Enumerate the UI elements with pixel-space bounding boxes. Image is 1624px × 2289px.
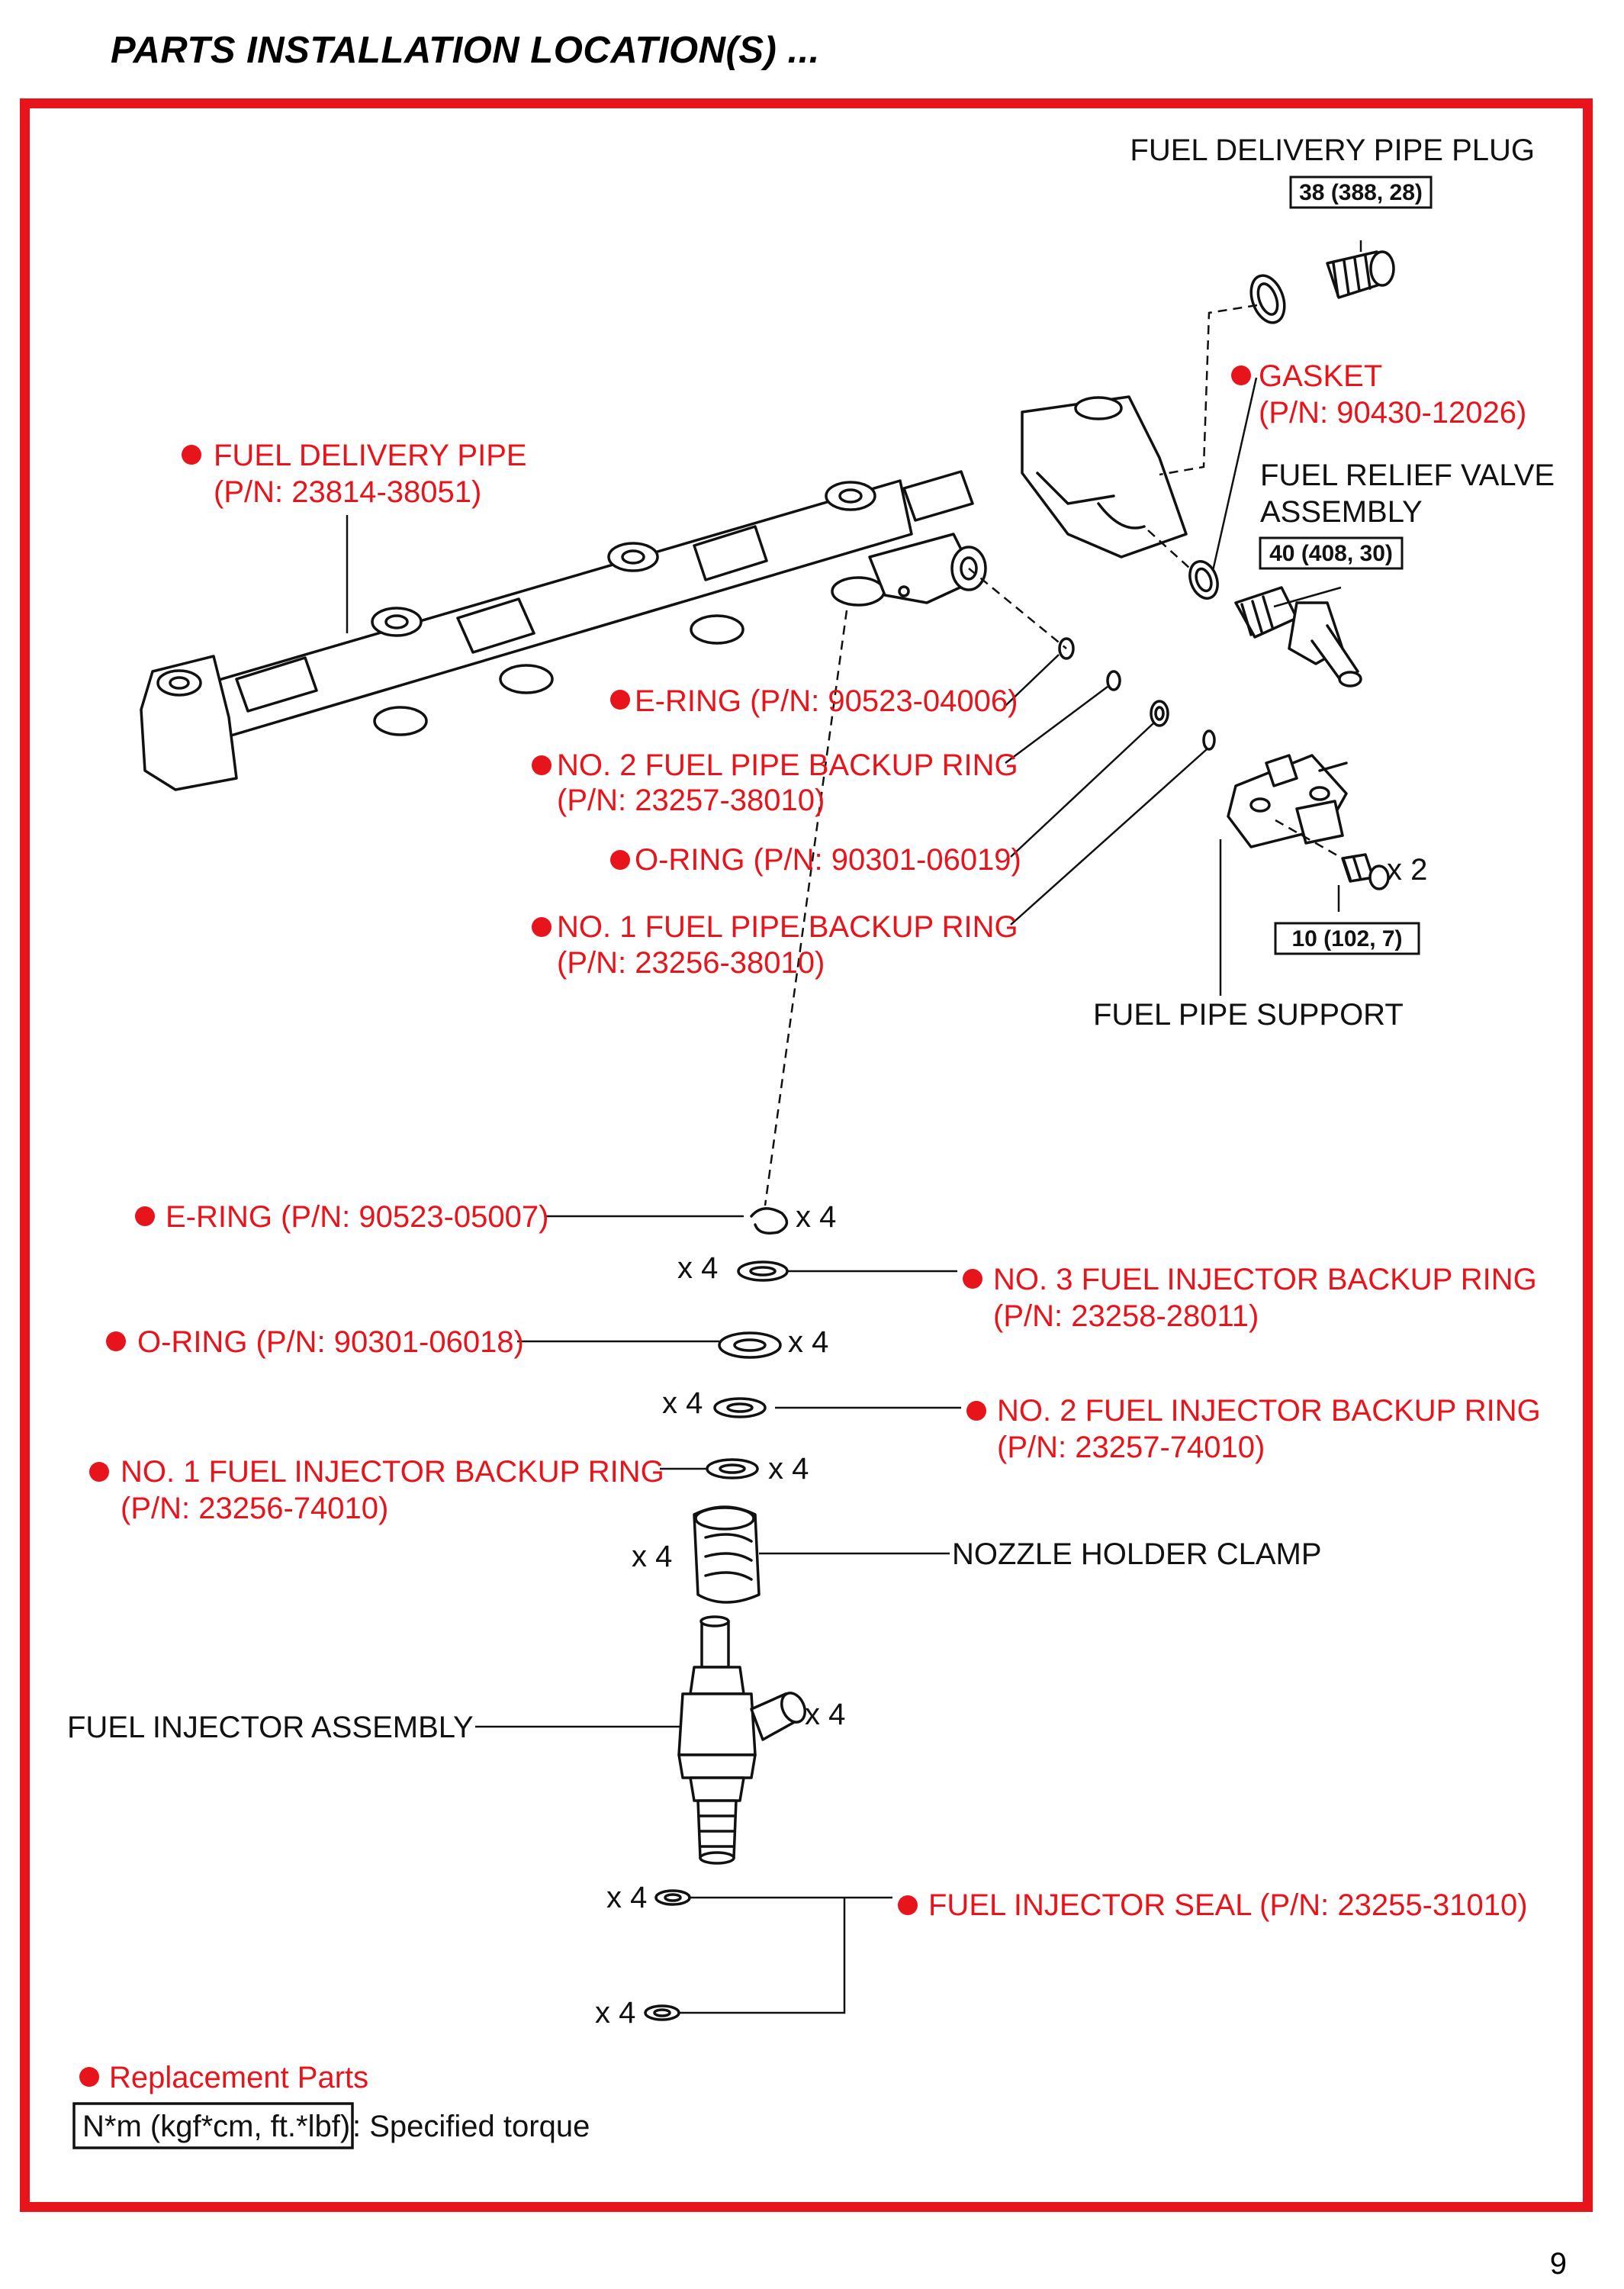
- replacement-bullet: [1231, 365, 1251, 385]
- label-no2-inj-backup-ring-pn: (P/N: 23257-74010): [997, 1431, 1265, 1464]
- plug-torque: 38 (388, 28): [1299, 180, 1423, 205]
- label-no2-inj-backup-ring: NO. 2 FUEL INJECTOR BACKUP RING: [997, 1394, 1541, 1428]
- label-nozzle-holder-clamp: NOZZLE HOLDER CLAMP: [952, 1537, 1322, 1571]
- page-title: PARTS INSTALLATION LOCATION(S) ...: [111, 30, 820, 71]
- replacement-bullet: [89, 1462, 109, 1482]
- replacement-bullet: [106, 1331, 126, 1351]
- support-bolt-drawing: [1341, 853, 1390, 890]
- label-no3-inj-backup-ring: NO. 3 FUEL INJECTOR BACKUP RING: [993, 1263, 1537, 1296]
- replacement-bullet: [966, 1401, 986, 1421]
- diagram-frame: [20, 98, 1593, 2212]
- injector-rings-drawing: [706, 1207, 789, 1479]
- qty-seal-1: x 4: [606, 1881, 647, 1914]
- support-bolt-qty: x 2: [1387, 853, 1427, 887]
- legend-torque-unit: N*m (kgf*cm, ft.*lbf): [82, 2110, 350, 2143]
- fuel-pipe-support-drawing: [1227, 754, 1348, 848]
- label-no3-inj-backup-ring-pn: (P/N: 23258-28011): [993, 1299, 1259, 1333]
- label-e-ring-top: E-RING (P/N: 90523-04006): [635, 684, 1018, 718]
- qty-no1-backup: x 4: [768, 1452, 809, 1486]
- replacement-bullet: [532, 917, 552, 937]
- fuel-delivery-pipe-drawing: [140, 395, 1188, 791]
- label-e-ring-bottom: E-RING (P/N: 90523-05007): [166, 1200, 548, 1234]
- replacement-bullet: [610, 690, 630, 710]
- qty-o-ring: x 4: [788, 1325, 828, 1359]
- label-fuel-pipe-support: FUEL PIPE SUPPORT: [1093, 998, 1404, 1032]
- gasket-drawing: [1249, 274, 1286, 324]
- label-no2-pipe-backup-ring-pn: (P/N: 23257-38010): [557, 784, 825, 817]
- label-no1-inj-backup-ring-pn: (P/N: 23256-74010): [121, 1492, 388, 1525]
- label-fuel-relief-valve: FUEL RELIEF VALVE: [1260, 459, 1555, 492]
- label-fuel-relief-valve-assembly: ASSEMBLY: [1260, 495, 1423, 529]
- qty-no2-backup: x 4: [662, 1386, 703, 1420]
- fuel-relief-valve-drawing: [1234, 586, 1362, 687]
- label-gasket-pn: (P/N: 90430-12026): [1259, 396, 1526, 430]
- legend-replacement-parts: Replacement Parts: [109, 2061, 368, 2094]
- label-no1-pipe-backup-ring-pn: (P/N: 23256-38010): [557, 946, 825, 980]
- fuel-injector-assembly-drawing: [677, 1615, 806, 1865]
- fuel-delivery-pipe-plug-drawing: [1326, 250, 1395, 299]
- relief-valve-torque: 40 (408, 30): [1269, 541, 1393, 566]
- replacement-bullet: [963, 1269, 982, 1289]
- page-number: 9: [1549, 2247, 1567, 2281]
- qty-injector: x 4: [805, 1698, 845, 1731]
- label-fuel-delivery-pipe: FUEL DELIVERY PIPE: [214, 439, 527, 472]
- qty-seal-2: x 4: [595, 1996, 635, 2030]
- replacement-bullet: [182, 445, 201, 465]
- replacement-bullet: [135, 1206, 155, 1226]
- label-no1-inj-backup-ring: NO. 1 FUEL INJECTOR BACKUP RING: [121, 1455, 664, 1489]
- qty-clamp: x 4: [632, 1540, 672, 1573]
- legend-torque-desc: : Specified torque: [352, 2110, 590, 2143]
- replacement-bullet: [532, 755, 552, 775]
- nozzle-holder-clamp-drawing: [693, 1505, 761, 1604]
- label-fuel-delivery-pipe-plug: FUEL DELIVERY PIPE PLUG: [1130, 134, 1535, 167]
- qty-e-ring: x 4: [796, 1200, 836, 1234]
- label-gasket: GASKET: [1259, 359, 1382, 393]
- legend-bullet: [79, 2067, 99, 2087]
- label-fuel-injector-seal: FUEL INJECTOR SEAL (P/N: 23255-31010): [928, 1888, 1528, 1922]
- replacement-bullet: [610, 850, 630, 870]
- label-no2-pipe-backup-ring: NO. 2 FUEL PIPE BACKUP RING: [557, 749, 1018, 782]
- label-no1-pipe-backup-ring: NO. 1 FUEL PIPE BACKUP RING: [557, 910, 1018, 944]
- label-fuel-injector-assembly: FUEL INJECTOR ASSEMBLY: [67, 1711, 474, 1744]
- support-torque: 10 (102, 7): [1291, 926, 1402, 951]
- label-fuel-delivery-pipe-pn: (P/N: 23814-38051): [214, 475, 481, 509]
- label-o-ring-bottom: O-RING (P/N: 90301-06018): [137, 1325, 524, 1359]
- label-o-ring-top: O-RING (P/N: 90301-06019): [635, 843, 1021, 877]
- replacement-bullet: [898, 1895, 918, 1915]
- qty-no3-backup: x 4: [677, 1251, 718, 1285]
